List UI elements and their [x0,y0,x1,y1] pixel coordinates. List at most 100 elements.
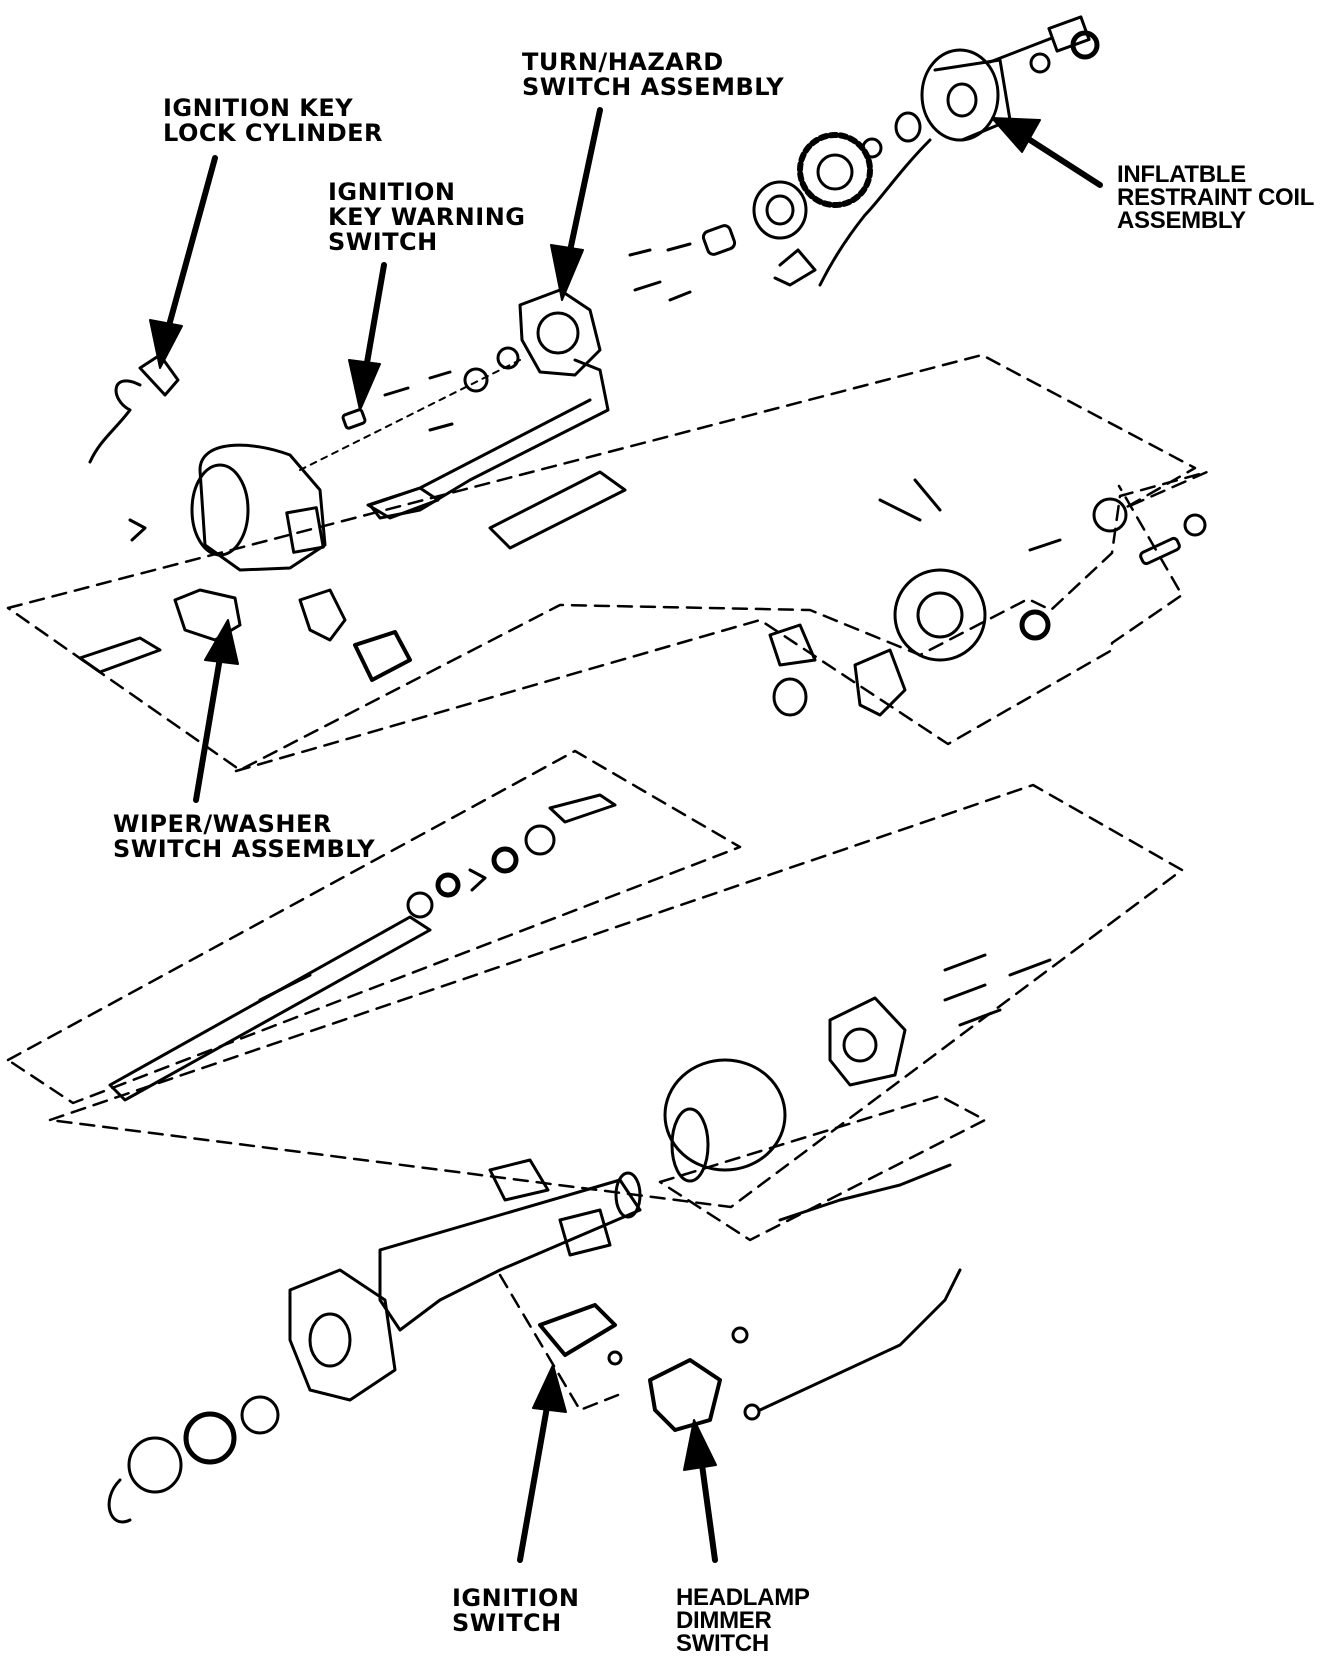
arrow-wiper-washer [193,637,226,803]
arrowhead-turn-hazard [550,244,584,301]
key-warning-switch-part [341,408,367,430]
shaft-retainer-clip [468,868,487,892]
bowl-shroud [663,1058,787,1172]
lower-dimmer-rod [758,1268,962,1412]
jacket-bracket-2 [558,1208,612,1257]
upper-steering-components [88,15,1100,572]
label-ignition-key-lock-cylinder: IGNITION KEY LOCK CYLINDER [163,94,384,147]
label-inflatable-restraint-coil-assembly: INFLATBLE RESTRAINT COIL ASSEMBLY [1117,161,1315,234]
thrust-washer [463,367,489,393]
wiper-and-housing-parts [78,478,1207,717]
turn-switch-screw-4 [668,290,692,302]
shaft-bearing-3 [435,872,461,898]
wiper-switch-pivot [78,636,162,674]
harness-connector [366,486,440,520]
restraint-coil-housing [920,48,1000,142]
housing-guide-line [299,359,521,471]
lock-plate [752,180,808,240]
housing-ring [1092,497,1128,533]
housing-nut [1183,513,1207,537]
housing-locknut [1019,609,1051,641]
arrowhead-warning-switch [348,359,381,411]
label-ignition-switch: IGNITION SWITCH [452,1584,580,1637]
restraint-coil-wire [818,138,932,287]
dimmer-switch-screw-2 [743,1403,761,1421]
coil-washer [1029,52,1051,74]
steering-shaft [108,793,617,1102]
column-mounting-flange [288,1268,397,1402]
turn-hazard-switch-body [518,288,602,377]
arrow-restraint-coil [1027,137,1103,188]
restraint-connector-lead [988,36,1054,64]
lock-screw-2 [428,370,452,380]
turn-signal-lever-clip [773,248,817,287]
flange-bore [308,1312,352,1368]
actuator-pin-2 [913,478,942,512]
shaft-upper-spline [548,793,617,824]
shaft-bearing-2 [491,846,519,874]
housing-screw-3 [958,1008,1002,1027]
lock-bolt-bore [842,1027,878,1063]
lock-screw-3 [428,422,454,432]
lower-bearing-adapter [240,1395,280,1435]
jacket-end [614,1171,642,1219]
ignition-switch-body [538,1303,617,1357]
lock-cylinder-part [138,353,180,397]
dimmer-switch-screw-1 [731,1326,749,1344]
coil-retainer-nut [1070,30,1100,60]
arrow-headlamp-dimmer [697,1447,718,1563]
lock-plate-inner [765,194,795,226]
lock-housing-shell [198,443,327,572]
shaft-groove [258,973,312,1002]
housing-actuator-core [916,591,964,639]
restraint-coil-body [933,58,1012,142]
upper-bearing-spring [701,224,737,256]
rack-preload-spring [128,518,147,542]
restraint-coil-hub [946,82,978,118]
wiper-washer-switch-body [173,588,242,642]
column-jacket [378,1178,642,1332]
housing-spring [1139,536,1181,566]
turn-switch-ring [536,311,580,355]
arrow-warning-switch [361,262,387,383]
lock-housing-tab [285,506,325,554]
housing-actuator [893,568,987,662]
arrow-lock-cylinder [162,155,218,343]
turn-switch-screw-1 [628,248,652,257]
lock-housing-bore [190,463,250,557]
shaft-body [108,915,432,1102]
lock-cylinder-wire [88,379,142,464]
upper-bearing-race [496,346,520,370]
label-turn-hazard-switch-assembly: TURN/HAZARD SWITCH ASSEMBLY [522,48,785,101]
actuator-pin-1 [878,498,922,522]
arrowhead-headlamp-dimmer [683,1419,717,1471]
housing-screw-1 [943,953,987,972]
lock-bolt-housing [828,996,907,1087]
lower-bearing-ring [772,677,808,717]
bearing-retainer [127,1436,183,1494]
housing-screw-2 [943,983,987,1002]
shift-lever-gate [853,648,907,717]
headlamp-dimmer-switch-body [648,1358,722,1432]
shaft-bearing-4 [406,891,434,919]
arrow-ignition-switch [517,1387,553,1563]
shaft-group-boundary [6,749,742,1105]
lock-housing-group-boundary [234,484,1184,773]
arrow-turn-hazard [564,107,603,268]
shaft-bearing-1 [524,824,556,856]
arrowhead-restraint-coil [991,117,1041,153]
dashed-boundaries [6,353,1209,1412]
dimmer-rod-boundary [658,1094,987,1242]
ignition-switch-screw [607,1350,623,1366]
ignition-switch-boundary [498,1273,620,1412]
arrowhead-wiper-washer [204,619,239,665]
lower-retainer-ring [107,1478,132,1524]
rack-and-sector [768,623,817,667]
bowl-shroud-opening [670,1107,710,1183]
lower-column-group-boundary [48,783,1184,1209]
housing-screw-4 [1008,958,1052,977]
lock-sector-block [353,630,412,682]
arrowhead-ignition-switch [532,1364,567,1413]
